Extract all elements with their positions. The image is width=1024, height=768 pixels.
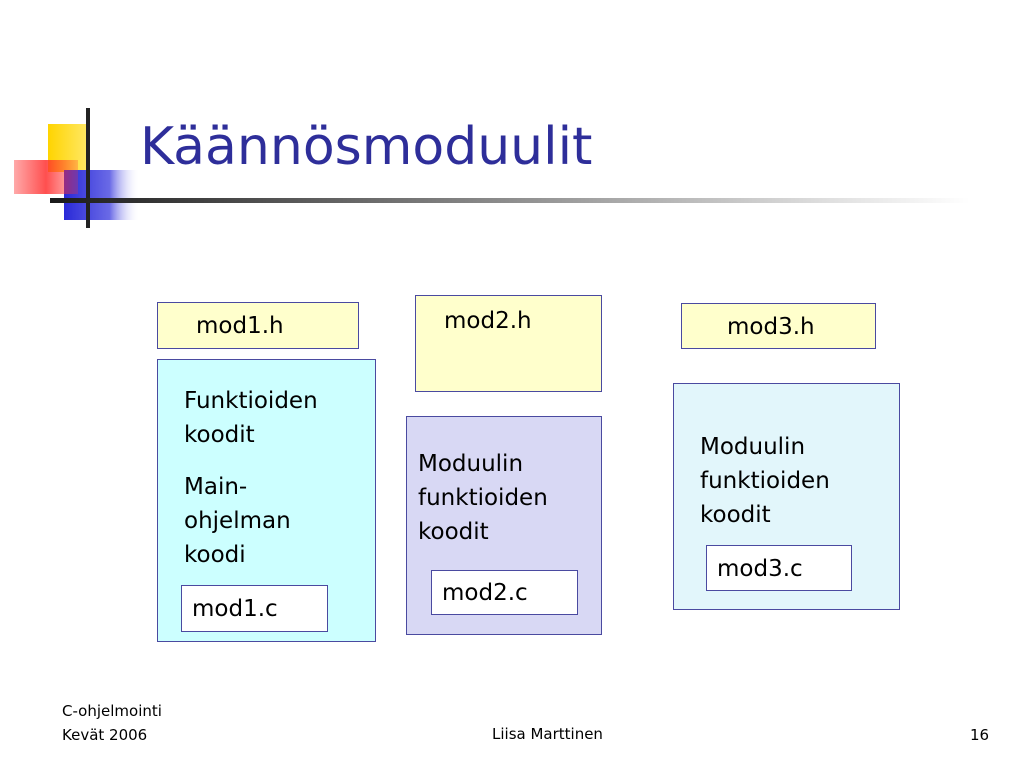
mod1-body-line: Main- (184, 474, 248, 500)
mod1-body-line: ohjelman (184, 508, 291, 534)
mod2-file-box: mod2.c (431, 570, 578, 615)
footer-author: Liisa Marttinen (492, 725, 603, 743)
mod2-header-box: mod2.h (415, 295, 602, 392)
mod2-body-line: funktioiden (418, 485, 548, 511)
mod1-header-label: mod1.h (196, 313, 284, 339)
footer-page-number: 16 (970, 726, 990, 744)
footer-course: C-ohjelmointi (62, 702, 162, 720)
mod3-header-box: mod3.h (681, 303, 876, 349)
mod1-body-box: Funktioiden koodit Main- ohjelman koodi … (157, 359, 376, 642)
slide-title: Käännösmoduulit (140, 117, 593, 177)
mod1-file-box: mod1.c (181, 585, 328, 632)
mod2-body-line: koodit (418, 519, 489, 545)
mod1-body-line: Funktioiden (184, 388, 318, 414)
footer-term: Kevät 2006 (62, 726, 148, 744)
mod1-body-line: koodit (184, 422, 255, 448)
mod3-body-line: funktioiden (700, 468, 830, 494)
mod3-body-line: koodit (700, 502, 771, 528)
mod2-file-label: mod2.c (442, 580, 528, 606)
mod1-header-box: mod1.h (157, 302, 359, 349)
mod3-body-box: Moduulin funktioiden koodit mod3.c (673, 383, 900, 610)
mod3-file-label: mod3.c (717, 556, 803, 582)
mod3-file-box: mod3.c (706, 545, 852, 591)
mod3-body-line: Moduulin (700, 434, 806, 460)
mod1-body-line: koodi (184, 542, 246, 568)
mod1-file-label: mod1.c (192, 596, 278, 622)
mod2-body-box: Moduulin funktioiden koodit mod2.c (406, 416, 602, 635)
title-rule (50, 198, 970, 203)
slide-logo (14, 108, 140, 228)
mod2-header-label: mod2.h (444, 308, 532, 334)
mod3-header-label: mod3.h (727, 314, 815, 340)
mod2-body-line: Moduulin (418, 451, 524, 477)
